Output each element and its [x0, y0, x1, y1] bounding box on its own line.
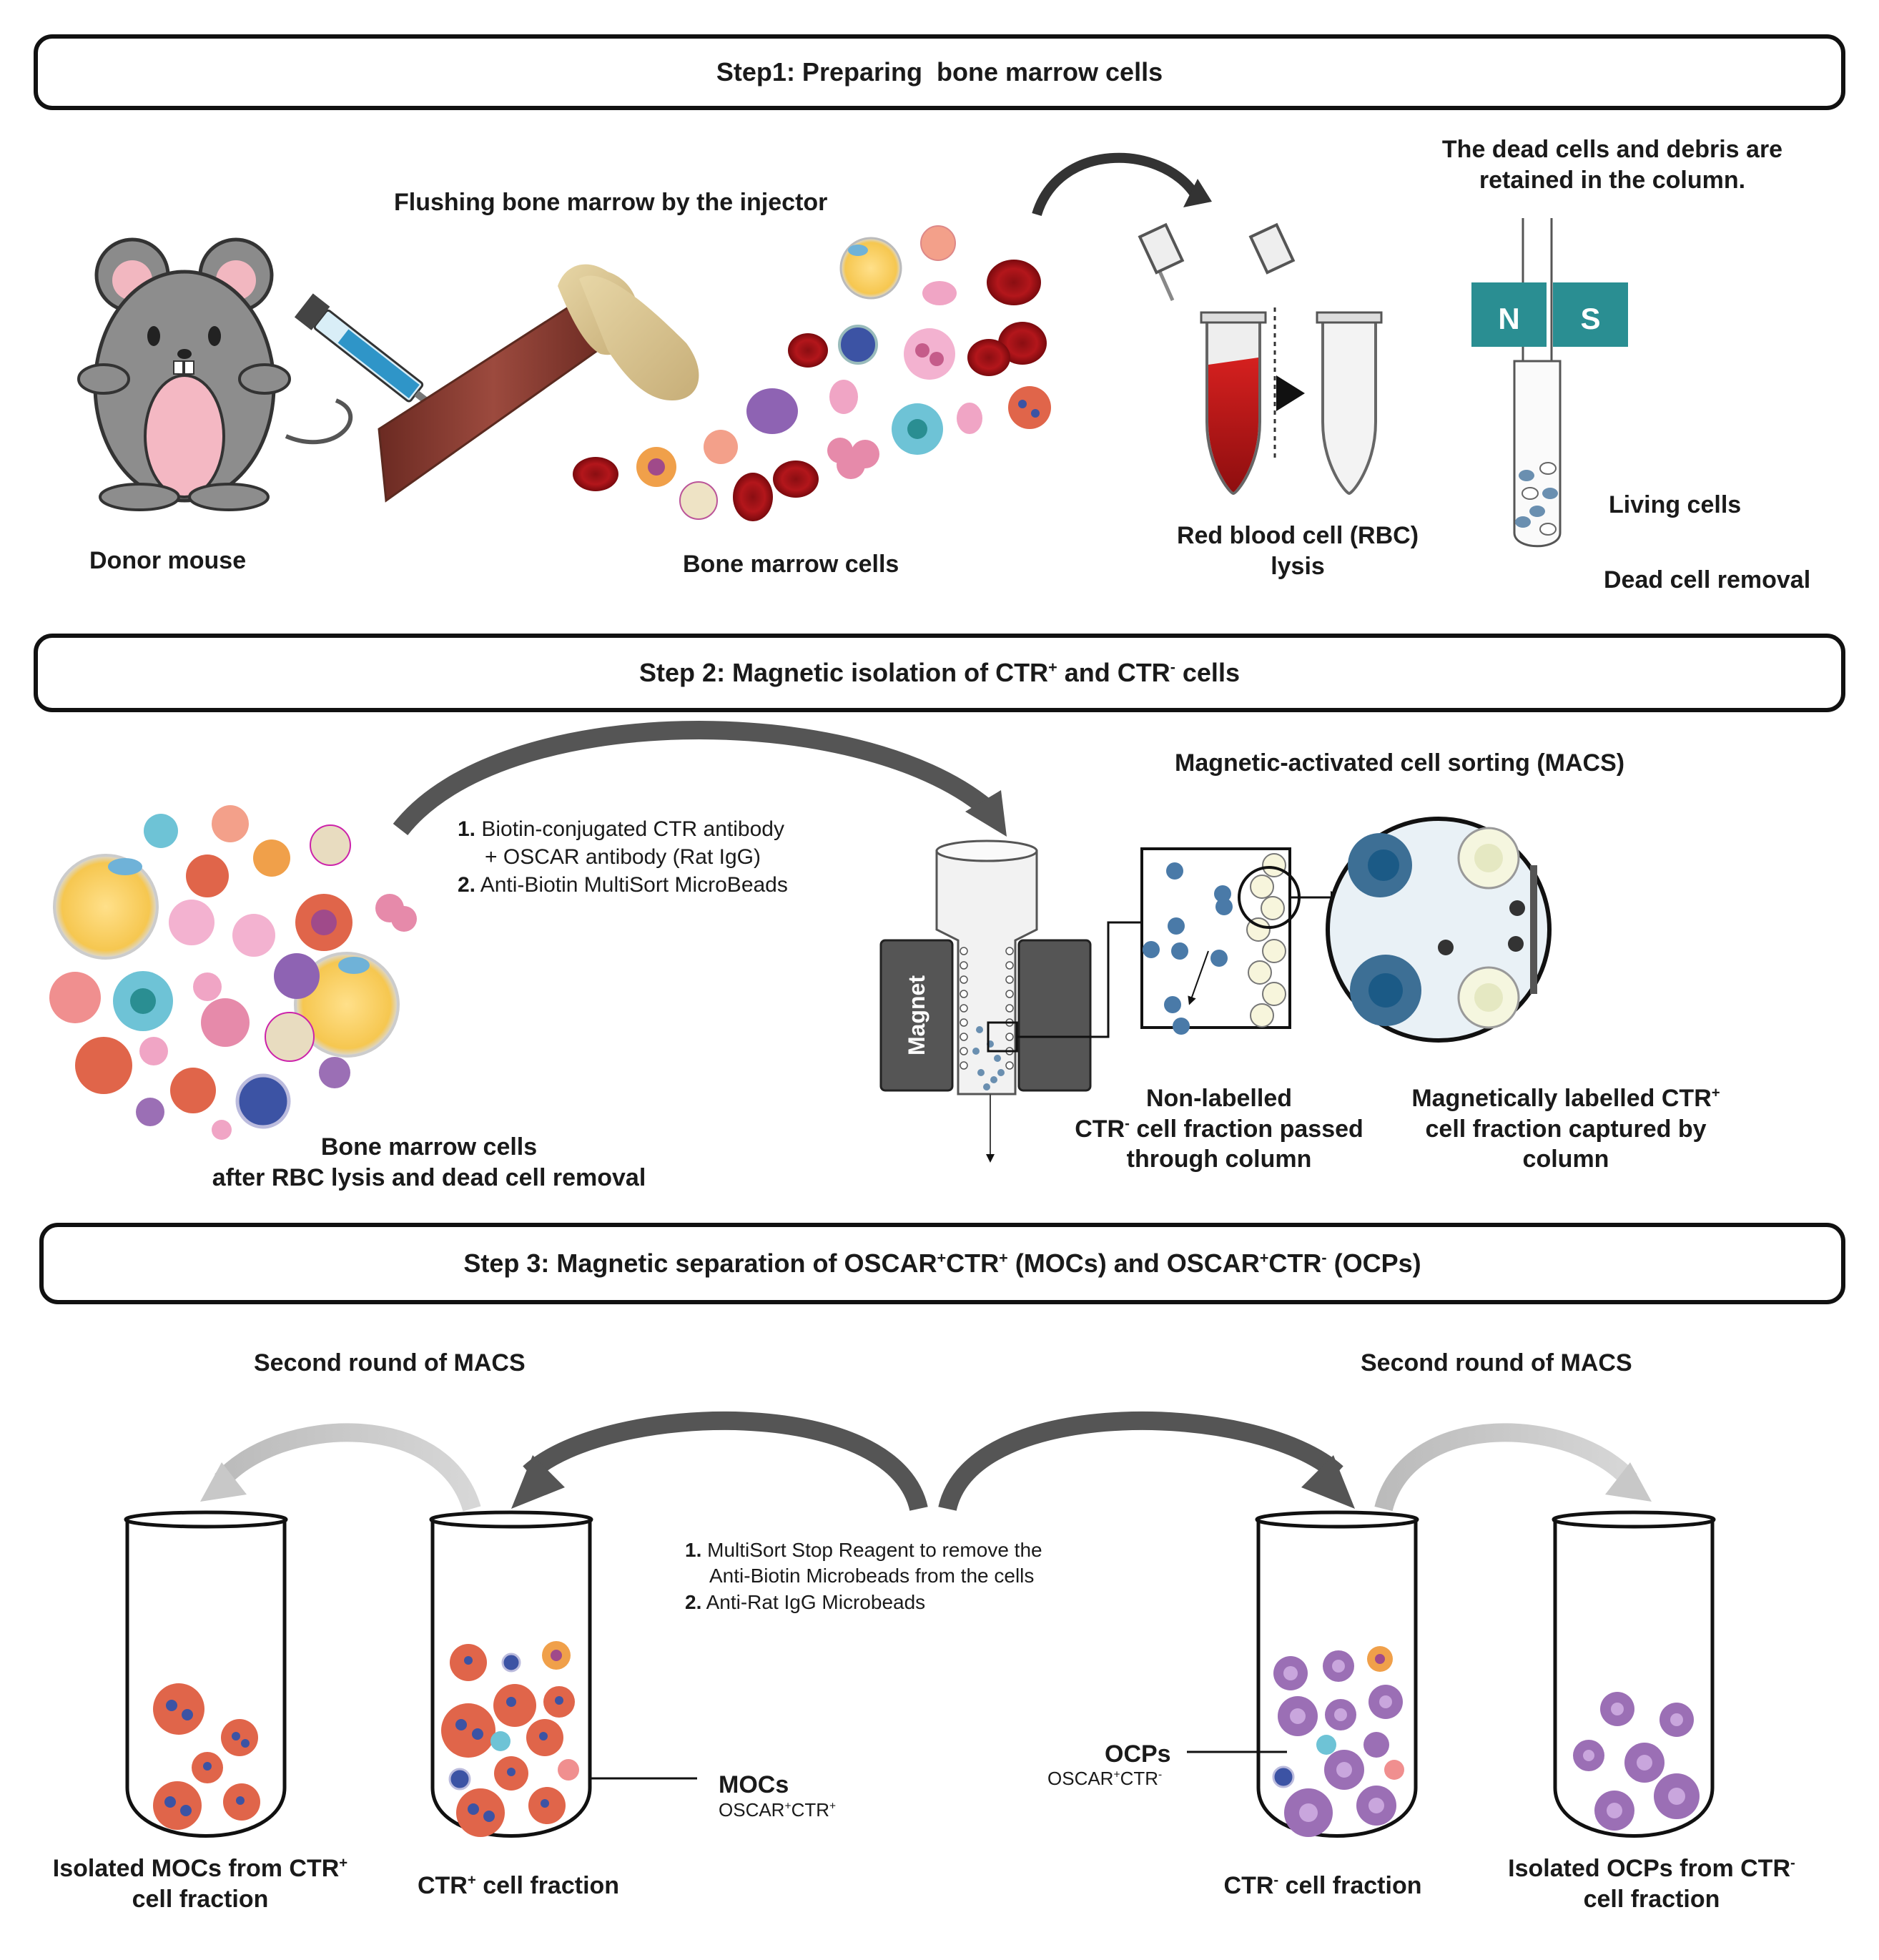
bone-marrow-after-lysis-label: Bone marrow cells after RBC lysis and de…: [212, 1133, 646, 1191]
macs-label: Magnetic-activated cell sorting (MACS): [1175, 749, 1625, 777]
bone-marrow-cells-label: Bone marrow cells: [683, 551, 899, 578]
rbc-lysis-tube-before: [1138, 222, 1267, 496]
non-labelled-fraction-label: Non-labelled CTR- cell fraction passed t…: [1075, 1085, 1363, 1173]
curved-arrow-to-lysis: [1032, 152, 1198, 217]
macs-column-with-magnet: [879, 839, 1140, 1163]
ctr-minus-fraction-label: CTR- cell fraction: [1223, 1872, 1422, 1899]
magnet-north-block: [1471, 282, 1547, 347]
step2-reagents: 1. Biotin-conjugated CTR antibody + OSCA…: [458, 817, 788, 897]
bone-illustration: [378, 264, 699, 503]
step1-title-box: Step1: Preparing bone marrow cells: [34, 34, 1845, 110]
isolated-mocs-label: Isolated MOCs from CTR+ cell fraction: [52, 1855, 348, 1913]
mocs-label: MOCs: [719, 1771, 789, 1798]
dark-arrow-to-ctr-plus: [523, 1412, 928, 1512]
bone-marrow-cells-cluster: [573, 225, 1051, 521]
magnet-block-left: [879, 939, 954, 1092]
zoom-connector: [1017, 921, 1140, 1038]
dead-cell-removal-label: Dead cell removal: [1604, 566, 1811, 594]
step2-title-box: Step 2: Magnetic isolation of CTR+ and C…: [34, 634, 1845, 712]
tube-ctr-plus-fraction: [429, 1510, 593, 1838]
tube-isolated-mocs: [124, 1510, 288, 1838]
curved-arrow-to-macs: [393, 721, 993, 835]
ctr-plus-fraction-label: CTR+ cell fraction: [417, 1872, 620, 1899]
isolated-ocps-label: Isolated OCPs from CTR- cell fraction: [1508, 1855, 1795, 1913]
flushing-label: Flushing bone marrow by the injector: [394, 189, 828, 216]
step2-title: Step 2: Magnetic isolation of CTR+ and C…: [639, 658, 1240, 687]
triangle-arrow-icon: [1276, 375, 1305, 411]
bone-marrow-cells-after-lysis: [49, 805, 417, 1140]
grey-arrow-left: [214, 1423, 481, 1512]
donor-mouse-illustration: [77, 237, 353, 511]
magnet-s-label: S: [1580, 302, 1601, 335]
labelled-fraction-label: Magnetically labelled CTR+ cell fraction…: [1411, 1085, 1720, 1173]
step1-title: Step1: Preparing bone marrow cells: [716, 57, 1163, 87]
dead-cell-removal-column: [1471, 218, 1628, 548]
column-zoom-panel: [1140, 847, 1343, 1035]
rbc-lysis-label: Red blood cell (RBC) lysis: [1176, 522, 1419, 580]
dark-arrow-to-ctr-minus: [938, 1412, 1343, 1512]
grey-arrow-right: [1374, 1423, 1637, 1512]
ocps-subtype-label: OSCAR+CTR-: [1047, 1768, 1163, 1789]
donor-mouse-label: Donor mouse: [89, 547, 247, 574]
mocs-subtype-label: OSCAR+CTR+: [719, 1799, 837, 1821]
living-cells-label: Living cells: [1609, 491, 1742, 518]
second-round-right-label: Second round of MACS: [1361, 1349, 1632, 1377]
tube-ctr-minus-fraction: [1255, 1510, 1419, 1838]
dead-cells-retained-label: The dead cells and debris are retained i…: [1441, 136, 1783, 194]
step3-title-box: Step 3: Magnetic separation of OSCAR+CTR…: [39, 1223, 1845, 1304]
second-round-left-label: Second round of MACS: [254, 1349, 526, 1377]
magnet-block-right: [1017, 939, 1092, 1092]
magnified-capture-view: [1326, 817, 1552, 1043]
step3-reagents: 1. MultiSort Stop Reagent to remove the …: [685, 1539, 1042, 1613]
tube-isolated-ocps: [1552, 1510, 1716, 1838]
magnet-n-label: N: [1498, 302, 1520, 335]
magnet-label: Magnet: [904, 975, 929, 1055]
rbc-lysis-tube-after: [1248, 222, 1383, 496]
ocps-label: OCPs: [1105, 1740, 1171, 1768]
step3-title: Step 3: Magnetic separation of OSCAR+CTR…: [463, 1249, 1421, 1278]
magnet-south-block: [1553, 282, 1628, 347]
